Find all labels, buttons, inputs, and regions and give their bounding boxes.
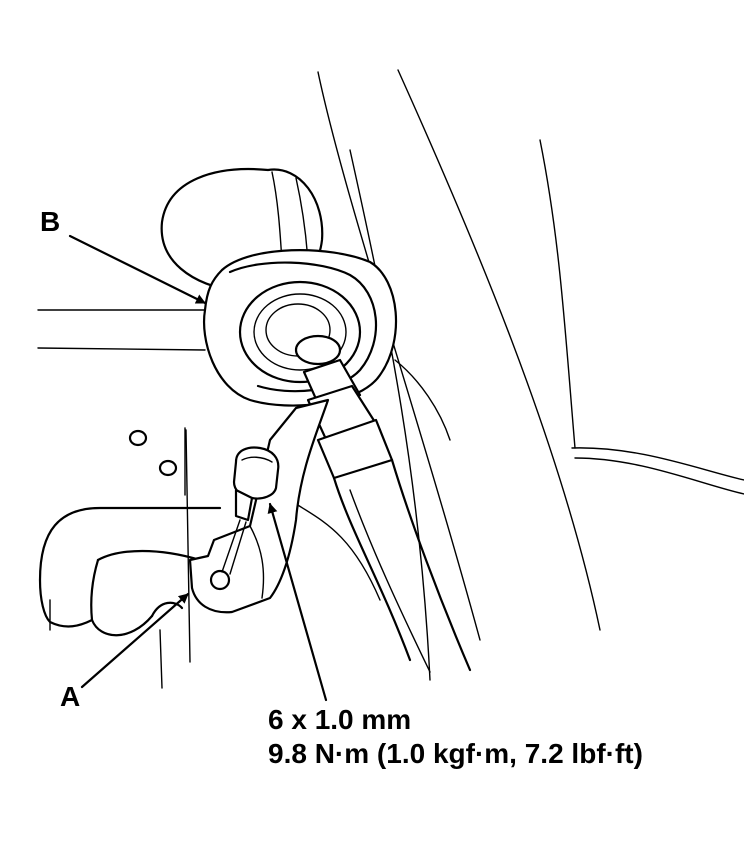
housing-left xyxy=(38,506,222,689)
bolt-spec-callout: 6 x 1.0 mm 9.8 N·m (1.0 kgf·m, 7.2 lbf·f… xyxy=(268,703,643,771)
leader-arrow-b xyxy=(68,234,207,305)
rubber-boot xyxy=(203,249,398,407)
leader-lines xyxy=(68,234,328,702)
leader-arrow-a xyxy=(80,592,190,689)
mounting-boss xyxy=(128,429,178,477)
bolt xyxy=(221,446,280,575)
callout-label-b: B xyxy=(40,206,61,237)
bolt-size-text: 6 x 1.0 mm xyxy=(268,704,412,735)
callout-label-a: A xyxy=(60,681,81,712)
leader-arrow-bolt xyxy=(267,502,328,702)
body-panel-outline xyxy=(37,69,744,681)
cable-bracket xyxy=(188,398,330,614)
torque-spec-text: 9.8 N·m (1.0 kgf·m, 7.2 lbf·ft) xyxy=(268,738,643,769)
